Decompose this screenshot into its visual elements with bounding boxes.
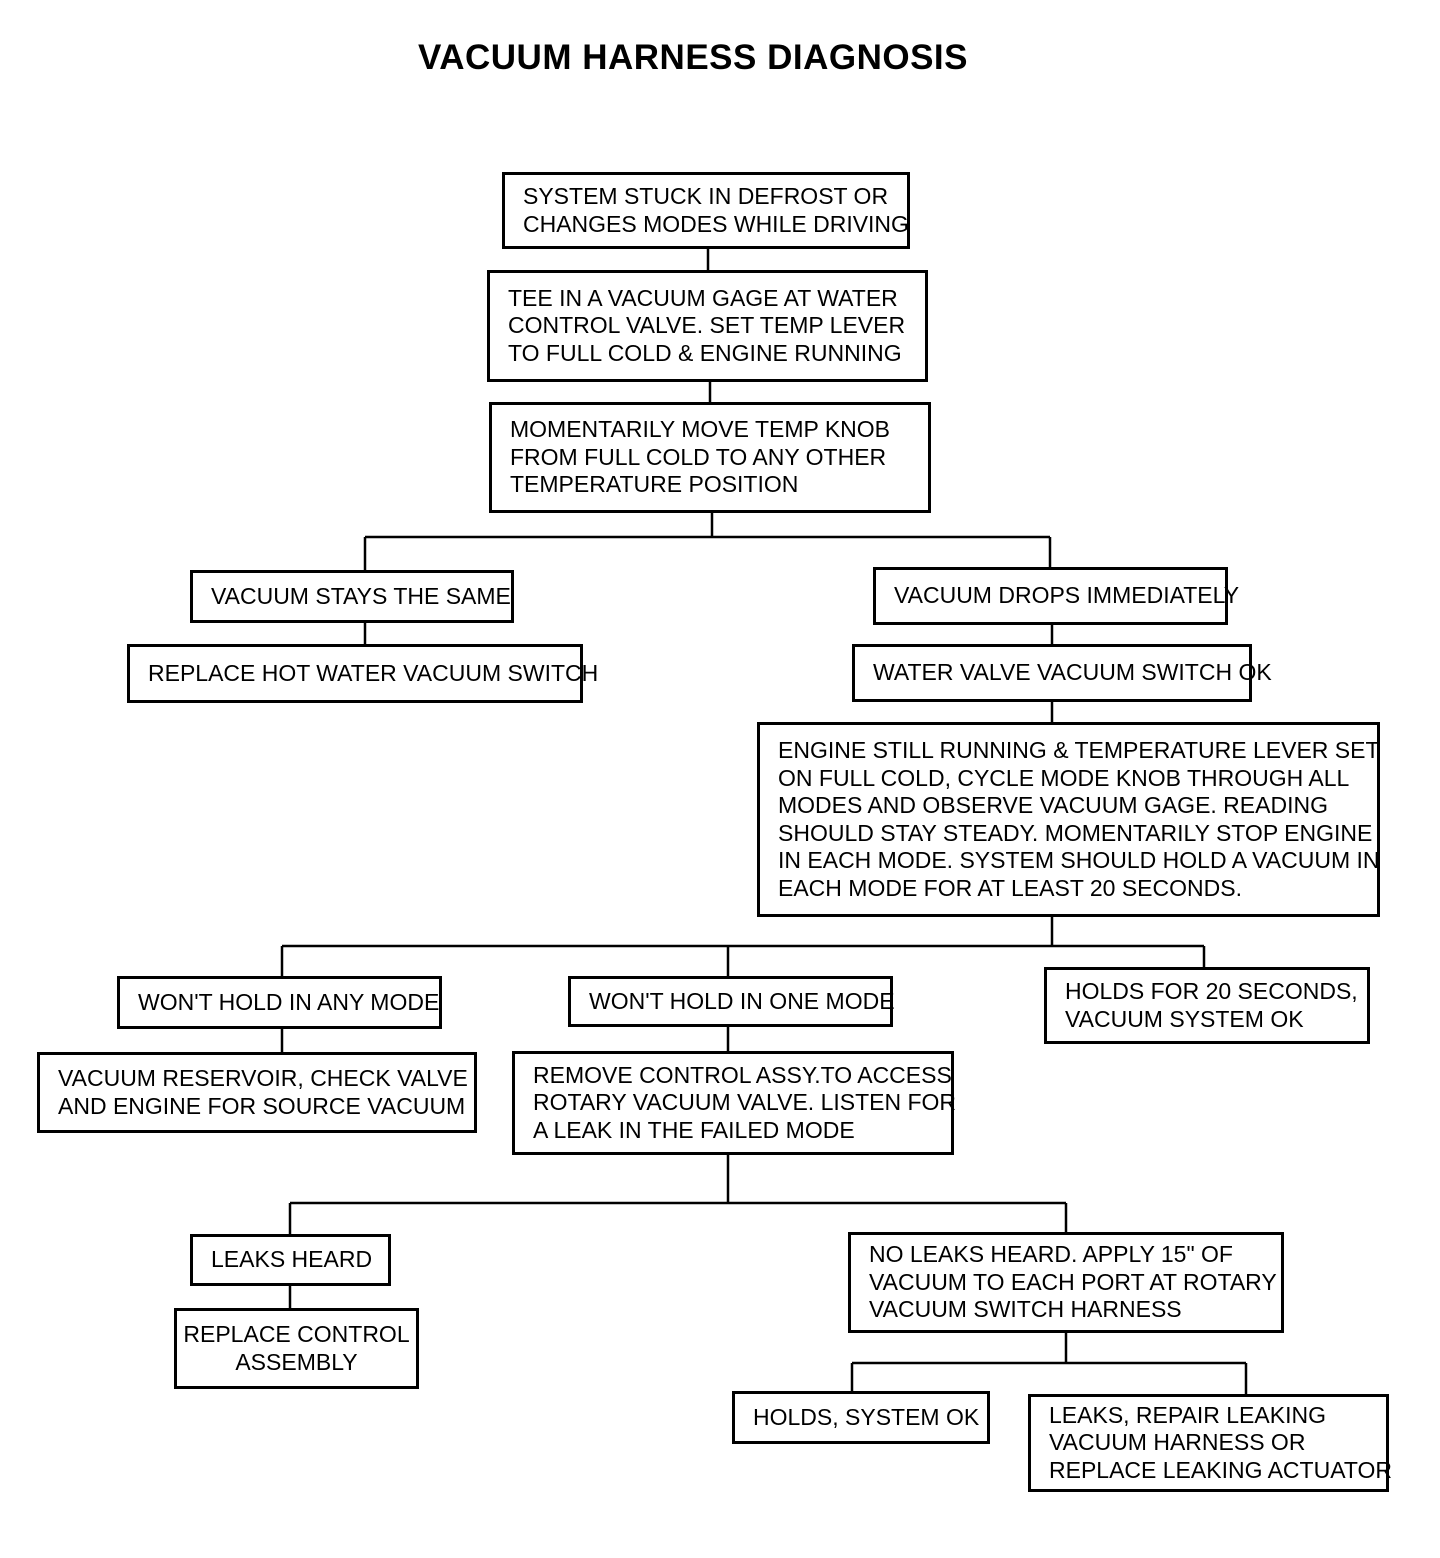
node-text-line: CONTROL VALVE. SET TEMP LEVER <box>508 312 906 339</box>
node-text-line: ASSEMBLY <box>235 1348 358 1375</box>
page-title: VACUUM HARNESS DIAGNOSIS <box>417 38 968 77</box>
node-vacuum-drops: VACUUM DROPS IMMEDIATELY <box>873 567 1240 625</box>
node-text-line: VACUUM RESERVOIR, CHECK VALVE <box>58 1065 468 1091</box>
node-text-line: ON FULL COLD, CYCLE MODE KNOB THROUGH AL… <box>778 764 1350 791</box>
node-text-line: CHANGES MODES WHILE DRIVING <box>523 210 909 237</box>
node-text-line: TEMPERATURE POSITION <box>510 471 799 498</box>
node-text-line: VACUUM SWITCH HARNESS <box>869 1296 1182 1323</box>
node-text-line: FROM FULL COLD TO ANY OTHER <box>510 443 887 470</box>
node-leaks-heard: LEAKS HEARD <box>190 1234 391 1286</box>
node-text-line: WON'T HOLD IN ONE MODE <box>589 987 895 1014</box>
node-text-line: LEAKS, REPAIR LEAKING <box>1049 1401 1326 1428</box>
node-text-line: SYSTEM STUCK IN DEFROST OR <box>523 183 889 209</box>
node-text-line: HOLDS, SYSTEM OK <box>753 1403 980 1430</box>
node-wont-hold-any-mode: WON'T HOLD IN ANY MODE <box>117 976 442 1029</box>
node-text-line: WON'T HOLD IN ANY MODE <box>138 988 440 1015</box>
node-replace-hot-water-switch: REPLACE HOT WATER VACUUM SWITCH <box>127 644 599 703</box>
node-water-valve-switch-ok: WATER VALVE VACUUM SWITCH OK <box>852 644 1272 702</box>
node-vacuum-stays-same: VACUUM STAYS THE SAME <box>190 570 514 623</box>
node-text-line: HOLDS FOR 20 SECONDS, <box>1065 978 1358 1004</box>
node-holds-20-seconds: HOLDS FOR 20 SECONDS,VACUUM SYSTEM OK <box>1044 967 1370 1044</box>
node-text-line: TEE IN A VACUUM GAGE AT WATER <box>508 284 898 311</box>
node-text-line: VACUUM DROPS IMMEDIATELY <box>894 582 1240 609</box>
node-text-line: MOMENTARILY MOVE TEMP KNOB <box>510 416 890 443</box>
node-text-line: REPLACE CONTROL <box>183 1321 410 1347</box>
node-text-line: IN EACH MODE. SYSTEM SHOULD HOLD A VACUU… <box>778 847 1380 873</box>
node-text-line: EACH MODE FOR AT LEAST 20 SECONDS. <box>778 874 1242 901</box>
node-text-line: A LEAK IN THE FAILED MODE <box>533 1116 855 1143</box>
node-wont-hold-one-mode: WON'T HOLD IN ONE MODE <box>568 976 895 1027</box>
node-text-line: NO LEAKS HEARD. APPLY 15" OF <box>869 1241 1233 1268</box>
node-text-line: VACUUM STAYS THE SAME <box>211 582 511 609</box>
node-text-line: TO FULL COLD & ENGINE RUNNING <box>508 339 902 366</box>
node-engine-still-running: ENGINE STILL RUNNING & TEMPERATURE LEVER… <box>757 722 1380 917</box>
node-text-line: WATER VALVE VACUUM SWITCH OK <box>873 659 1272 686</box>
node-holds-system-ok: HOLDS, SYSTEM OK <box>732 1391 990 1444</box>
node-text-line: LEAKS HEARD <box>211 1246 373 1273</box>
node-text-line: ROTARY VACUUM VALVE. LISTEN FOR <box>533 1089 957 1116</box>
node-text-line: VACUUM TO EACH PORT AT ROTARY <box>869 1268 1277 1295</box>
node-text-line: REPLACE HOT WATER VACUUM SWITCH <box>148 659 599 686</box>
node-text-line: REMOVE CONTROL ASSY.TO ACCESS <box>533 1061 952 1088</box>
node-text-line: SHOULD STAY STEADY. MOMENTARILY STOP ENG… <box>778 819 1373 846</box>
node-text-line: REPLACE LEAKING ACTUATOR <box>1049 1456 1392 1483</box>
node-text-line: ENGINE STILL RUNNING & TEMPERATURE LEVER… <box>778 737 1380 763</box>
node-text-line: VACUUM HARNESS OR <box>1049 1429 1306 1456</box>
node-text-line: AND ENGINE FOR SOURCE VACUUM <box>58 1092 466 1119</box>
node-text-line: VACUUM SYSTEM OK <box>1065 1005 1304 1032</box>
node-text-line: MODES AND OBSERVE VACUUM GAGE. READING <box>778 792 1328 818</box>
